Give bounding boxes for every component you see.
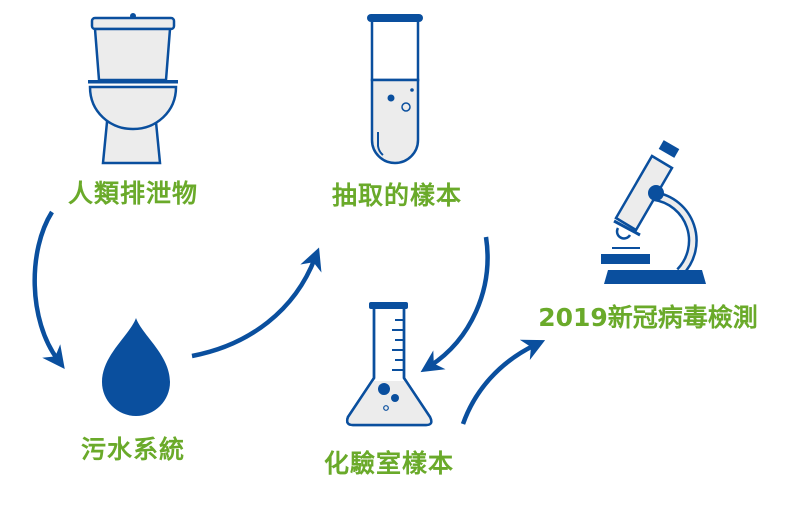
water-drop-icon — [102, 318, 170, 416]
microscope-icon — [601, 140, 706, 284]
arrow-excrement-to-sewer — [32, 210, 65, 370]
arrow-sewer-to-sample — [191, 247, 322, 359]
toilet-icon — [88, 13, 178, 165]
flask-icon — [345, 302, 433, 427]
arrow-sample-to-lab — [420, 236, 490, 373]
arrow-lab-to-test — [460, 339, 546, 425]
step-label-excrement: 人類排泄物 — [67, 179, 199, 208]
step-label-sewer: 污水系統 — [80, 435, 186, 464]
test-tube-icon — [367, 14, 423, 165]
step-label-extracted-sample: 抽取的樣本 — [331, 181, 463, 210]
step-label-covid-test: 2019新冠病毒檢測 — [538, 303, 758, 332]
step-label-lab-sample: 化驗室樣本 — [323, 449, 455, 478]
